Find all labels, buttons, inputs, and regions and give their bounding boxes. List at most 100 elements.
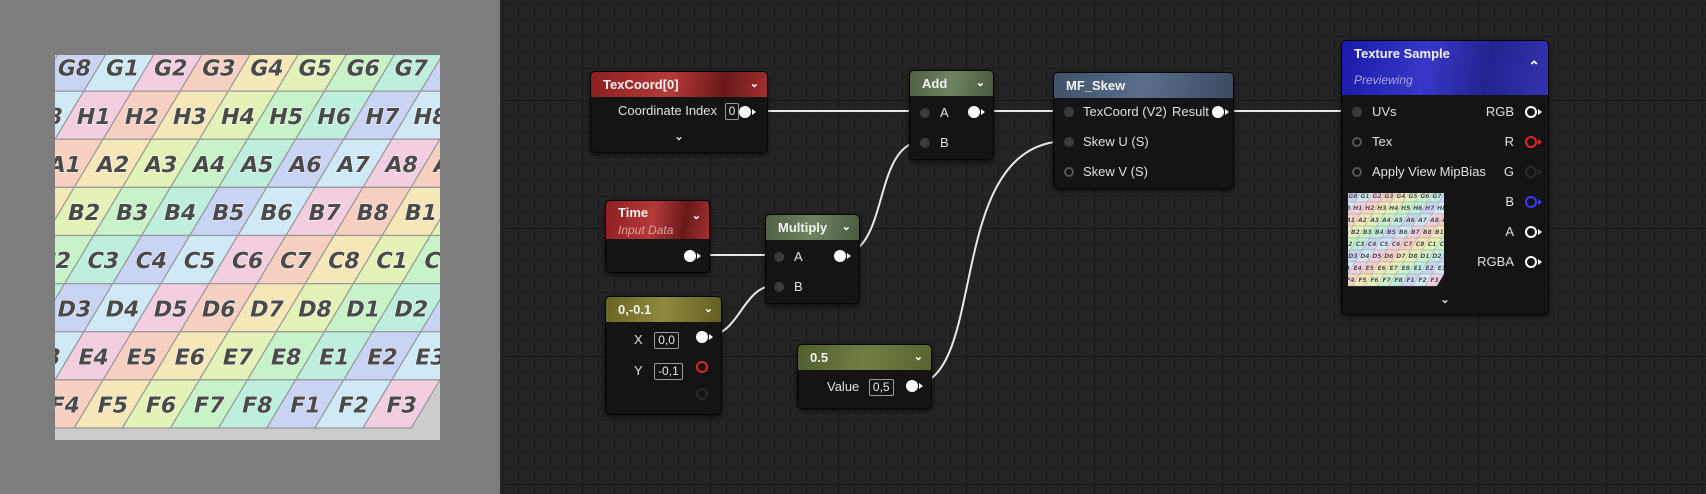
material-graph-canvas[interactable]: TexCoord[0] ⌄ Coordinate Index 0 ⌄ Time … [501, 0, 1706, 494]
constant2-output-pin[interactable] [696, 331, 708, 343]
chevron-down-icon[interactable]: ⌄ [913, 351, 923, 363]
constant2-node-header[interactable]: 0,-0.1 ⌄ [606, 297, 721, 322]
constant-value-field[interactable]: 0,5 [868, 379, 894, 396]
texture-sample-node[interactable]: Texture Sample Previewing ⌃ UVs Tex Appl… [1341, 40, 1549, 315]
tex-input-pin[interactable] [1352, 137, 1362, 147]
texcoord-expand-icon[interactable]: ⌄ [674, 131, 684, 143]
texcoord-output-pin[interactable] [739, 106, 751, 118]
multiply-node[interactable]: Multiply ⌄ A B [765, 214, 860, 304]
chevron-down-icon[interactable]: ⌄ [975, 77, 985, 89]
texture-cell-label: A5 [1393, 217, 1403, 224]
texture-cell-label: C2 [1439, 241, 1444, 248]
texture-cell-label: G2 [1372, 193, 1383, 200]
mf-skew-node-header[interactable]: MF_Skew [1054, 73, 1233, 98]
multiply-output-pin[interactable] [834, 250, 846, 262]
texture-cell-label: D4 [103, 297, 142, 323]
texture-sample-node-header[interactable]: Texture Sample Previewing ⌃ [1342, 41, 1548, 95]
rgba-output-pin[interactable] [1525, 256, 1537, 268]
texture-cell-label: E8 [268, 345, 304, 371]
texture-cell-label: D7 [247, 297, 286, 323]
texture-cell-label: H8 [1348, 205, 1351, 212]
chevron-up-icon[interactable]: ⌃ [1528, 58, 1540, 74]
constant-output-pin[interactable] [906, 380, 918, 392]
texcoord-node-title: TexCoord[0] [603, 77, 679, 92]
texture-cell-label: D2 [1431, 253, 1442, 260]
constant2-r-output-pin[interactable] [696, 361, 708, 373]
apply-view-mipbias-input-pin[interactable] [1352, 167, 1362, 177]
add-a-input-pin[interactable] [920, 108, 930, 118]
constant2-y-field[interactable]: -0,1 [654, 363, 683, 380]
texture-sample-expand-icon[interactable]: ⌄ [1440, 294, 1450, 306]
texture-cell-label: B7 [1410, 229, 1420, 236]
add-output-pin[interactable] [968, 106, 980, 118]
constant2-node-title: 0,-0.1 [618, 302, 652, 317]
texture-cell-label: D3 [1348, 253, 1358, 260]
time-node[interactable]: Time Input Data ⌄ [605, 200, 710, 273]
b-output-pin[interactable] [1525, 196, 1537, 208]
mf-skew-function-node[interactable]: MF_Skew TexCoord (V2) Skew U (S) Skew V … [1053, 72, 1234, 189]
texture-cell [400, 234, 440, 285]
constant2-y-row: Y -0,1 [634, 361, 683, 381]
texture-cell-label: G1 [103, 56, 142, 82]
constant-node[interactable]: 0.5 ⌄ Value 0,5 [797, 344, 932, 409]
texture-cell [361, 379, 440, 429]
texture-cell-label: A7 [1417, 217, 1427, 224]
time-output-pin[interactable] [684, 250, 696, 262]
multiply-b-input-pin[interactable] [774, 282, 784, 292]
constant2-x-field[interactable]: 0,0 [654, 332, 679, 349]
texture-cell [410, 138, 440, 188]
texture-cell-label: B2 [1350, 229, 1360, 236]
constant2-vector-node[interactable]: 0,-0.1 ⌄ X 0,0 Y -0,1 [605, 296, 722, 415]
uvs-input-pin[interactable] [1352, 107, 1362, 117]
texture-cell-label: F7 [191, 393, 227, 419]
texture-cell-label: G7 [392, 56, 431, 82]
texture-cell-label: G5 [1408, 193, 1419, 200]
texture-cell-label: A2 [1357, 217, 1367, 224]
multiply-a-input-pin[interactable] [774, 252, 784, 262]
texture-cell-label: C1 [373, 248, 410, 274]
add-node-header[interactable]: Add ⌄ [910, 71, 993, 96]
chevron-down-icon[interactable]: ⌄ [841, 221, 851, 233]
skew-u-label: Skew U (S) [1083, 134, 1149, 149]
texcoord-node[interactable]: TexCoord[0] ⌄ Coordinate Index 0 ⌄ [590, 71, 768, 153]
texture-cell-label: E6 [1377, 265, 1387, 272]
chevron-down-icon[interactable]: ⌄ [691, 210, 701, 222]
time-node-header[interactable]: Time Input Data ⌄ [606, 201, 709, 239]
texture-cell [419, 298, 440, 333]
skew-texcoord-input-pin[interactable] [1064, 107, 1074, 117]
add-node-title: Add [922, 76, 948, 91]
texture-cell-label: E4 [1353, 265, 1363, 272]
add-node[interactable]: Add ⌄ A B [909, 70, 994, 160]
texture-cell-label: A8 [383, 152, 421, 178]
a-output-arrow-icon [1538, 229, 1542, 235]
chevron-down-icon[interactable]: ⌄ [749, 78, 759, 90]
texture-cell-label: H1 [74, 104, 113, 130]
texture-cell-label: A7 [334, 152, 372, 178]
chevron-down-icon[interactable]: ⌄ [703, 303, 713, 315]
texture-cell-label: H3 [170, 104, 209, 130]
g-output-pin[interactable] [1525, 166, 1537, 178]
a-output-pin[interactable] [1525, 226, 1537, 238]
coordinate-index-field[interactable]: 0 [724, 103, 740, 120]
multiply-node-header[interactable]: Multiply ⌄ [766, 215, 859, 240]
add-output-arrow-icon [981, 109, 985, 115]
texture-cell-label: G4 [1396, 193, 1407, 200]
texture-cell-label: D4 [1359, 253, 1370, 260]
rgb-output-arrow-icon [1538, 109, 1542, 115]
texture-cell [1431, 201, 1444, 215]
texture-cell-label: H5 [266, 104, 305, 130]
add-b-input-pin[interactable] [920, 138, 930, 148]
material-preview-panel[interactable]: G7G8G1G2G3G4G5G6G7G8G1G2G3H7H8H1H2H3H4H5… [0, 0, 500, 494]
skew-result-output-pin[interactable] [1212, 106, 1224, 118]
constant-node-header[interactable]: 0.5 ⌄ [798, 345, 931, 370]
texcoord-node-header[interactable]: TexCoord[0] ⌄ [591, 72, 767, 97]
r-output-pin[interactable] [1525, 136, 1537, 148]
rgb-output-pin[interactable] [1525, 106, 1537, 118]
constant2-g-output-pin[interactable] [696, 388, 708, 400]
texture-cell-label: C6 [1391, 241, 1401, 248]
b-output-label: B [1505, 194, 1514, 209]
texture-cell-label: C8 [325, 248, 362, 274]
skew-u-input-pin[interactable] [1064, 137, 1074, 147]
skew-v-input-pin[interactable] [1064, 167, 1074, 177]
texture-cell-label: B1 [402, 200, 440, 226]
